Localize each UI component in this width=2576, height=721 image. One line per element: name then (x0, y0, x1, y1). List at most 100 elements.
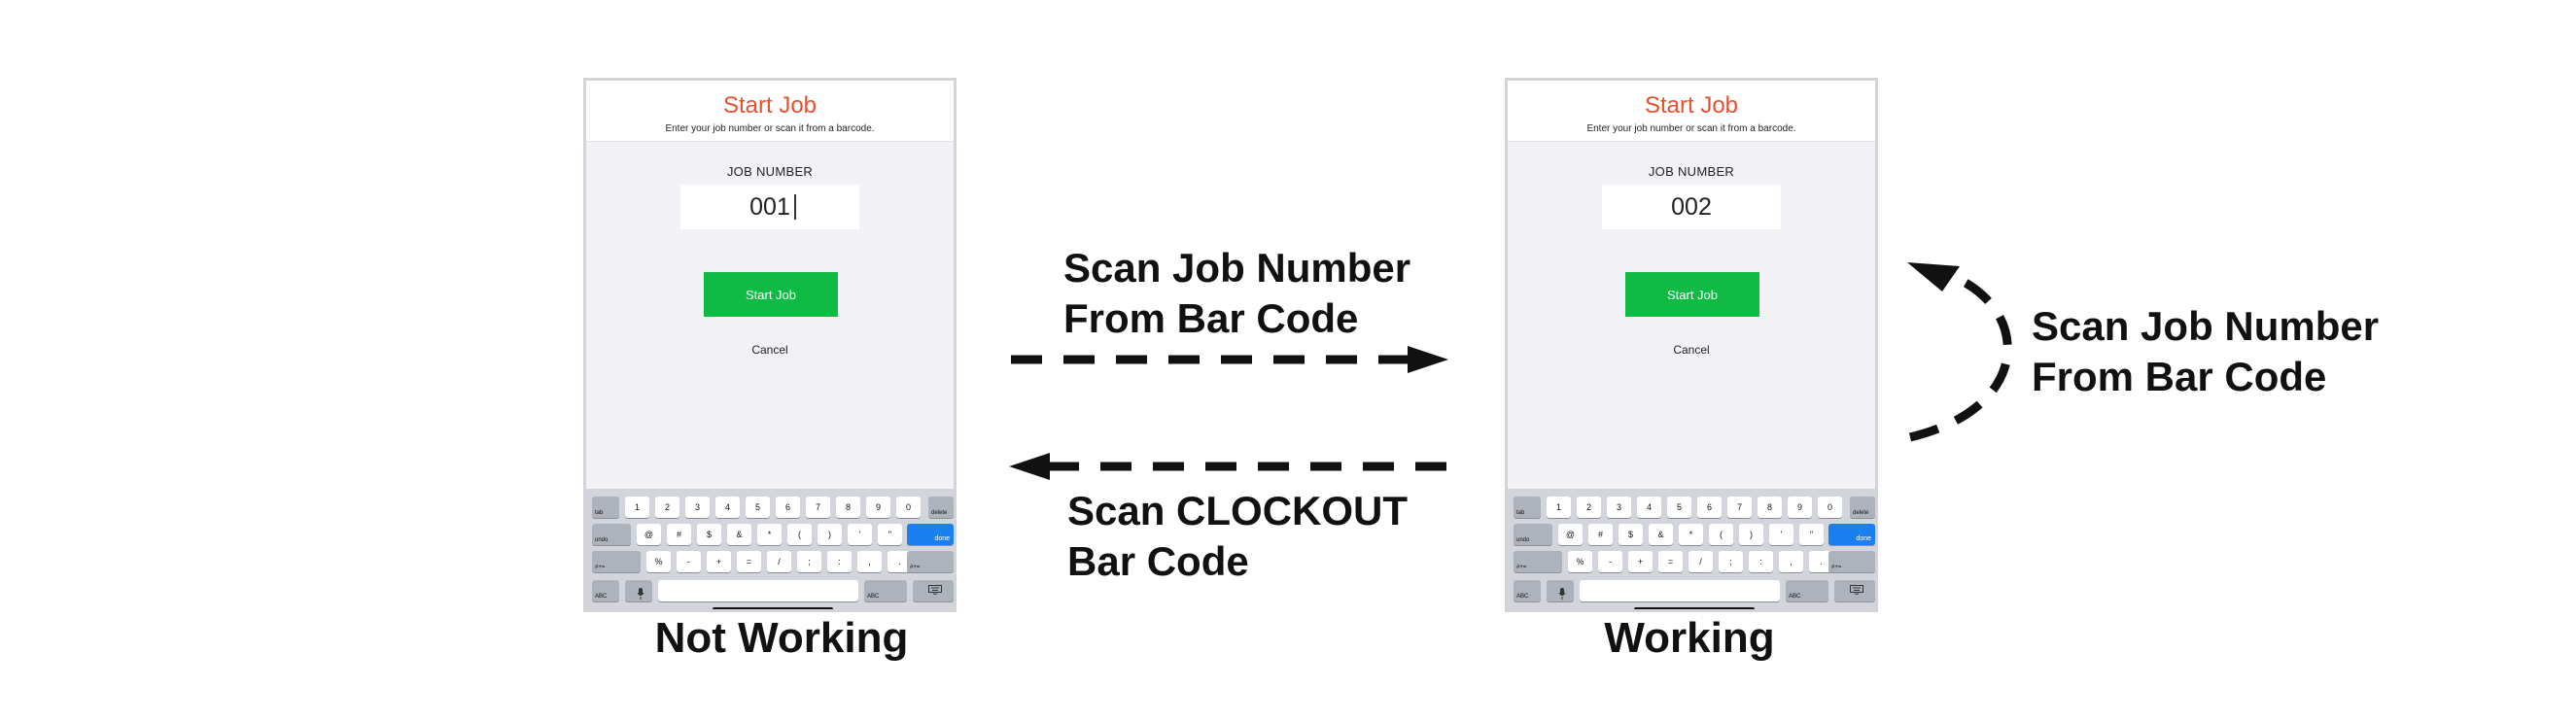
abc-key[interactable]: ABC (592, 580, 619, 601)
key-symbol[interactable]: * (1679, 524, 1703, 545)
more-symbols-key[interactable]: #+= (907, 551, 954, 572)
mic-icon[interactable] (1547, 580, 1574, 601)
job-number-input[interactable] (680, 185, 859, 229)
key-symbol[interactable]: # (1588, 524, 1613, 545)
key-0[interactable]: 0 (896, 497, 921, 518)
done-key[interactable]: done (1828, 524, 1875, 545)
cancel-link[interactable]: Cancel (1673, 343, 1710, 357)
key-symbol[interactable]: ) (1739, 524, 1763, 545)
tab-key[interactable]: tab (1514, 497, 1541, 518)
key-symbol[interactable]: # (667, 524, 691, 545)
key-symbol[interactable]: $ (697, 524, 721, 545)
key-symbol[interactable]: - (1598, 551, 1622, 572)
arrowhead-self-loop (1907, 262, 1960, 292)
key-5[interactable]: 5 (746, 497, 770, 518)
key-8[interactable]: 8 (836, 497, 860, 518)
arrow-self-loop (1908, 272, 2012, 442)
key-4[interactable]: 4 (715, 497, 740, 518)
key-symbol[interactable]: ; (797, 551, 821, 572)
space-key[interactable] (1580, 580, 1780, 601)
key-4[interactable]: 4 (1637, 497, 1661, 518)
mic-icon[interactable] (625, 580, 652, 601)
undo-key[interactable]: undo (1514, 524, 1552, 545)
key-symbol[interactable]: @ (1558, 524, 1583, 545)
key-symbol[interactable]: + (707, 551, 731, 572)
key-symbol[interactable]: " (1799, 524, 1824, 545)
undo-key[interactable]: undo (592, 524, 631, 545)
tab-key[interactable]: tab (592, 497, 619, 518)
done-key[interactable]: done (907, 524, 954, 545)
key-6[interactable]: 6 (1697, 497, 1722, 518)
space-key[interactable] (658, 580, 858, 601)
key-symbol[interactable]: / (767, 551, 791, 572)
key-symbol[interactable]: - (677, 551, 701, 572)
key-7[interactable]: 7 (806, 497, 830, 518)
label-self-loop-line1: Scan Job Number (2032, 303, 2380, 349)
screen-header (586, 81, 954, 142)
key-symbol[interactable]: $ (1619, 524, 1643, 545)
key-9[interactable]: 9 (1788, 497, 1812, 518)
key-symbol[interactable]: & (1649, 524, 1673, 545)
key-symbol[interactable]: , (857, 551, 882, 572)
key-symbol[interactable]: ' (848, 524, 872, 545)
label-to-working-line2: From Bar Code (1063, 295, 1359, 341)
key-symbol[interactable]: . (1809, 551, 1833, 572)
start-job-button[interactable]: Start Job (1625, 272, 1759, 317)
job-number-label: JOB NUMBER (726, 164, 814, 179)
key-symbol[interactable]: & (727, 524, 751, 545)
key-symbol[interactable]: % (1568, 551, 1592, 572)
abc-key[interactable]: ABC (864, 580, 907, 601)
key-symbol[interactable]: * (757, 524, 782, 545)
cancel-link[interactable]: Cancel (751, 343, 788, 357)
abc-key[interactable]: ABC (1786, 580, 1828, 601)
key-symbol[interactable]: : (827, 551, 852, 572)
more-symbols-key[interactable]: #+= (1514, 551, 1562, 572)
key-symbol[interactable]: ' (1769, 524, 1793, 545)
key-symbol[interactable]: @ (637, 524, 661, 545)
delete-key[interactable]: delete (1850, 497, 1875, 518)
key-1[interactable]: 1 (625, 497, 649, 518)
key-1[interactable]: 1 (1547, 497, 1571, 518)
key-symbol[interactable]: = (1658, 551, 1683, 572)
key-2[interactable]: 2 (1577, 497, 1601, 518)
key-6[interactable]: 6 (776, 497, 800, 518)
key-symbol[interactable]: ) (818, 524, 842, 545)
key-3[interactable]: 3 (685, 497, 710, 518)
key-symbol[interactable]: = (737, 551, 761, 572)
key-symbol[interactable]: " (878, 524, 902, 545)
key-8[interactable]: 8 (1758, 497, 1782, 518)
abc-key[interactable]: ABC (1514, 580, 1541, 601)
keyboard-icon[interactable] (913, 580, 954, 601)
key-5[interactable]: 5 (1667, 497, 1691, 518)
more-symbols-key[interactable]: #+= (592, 551, 641, 572)
screen-subtitle: Enter your job number or scan it from a … (665, 123, 875, 134)
key-9[interactable]: 9 (866, 497, 890, 518)
key-symbol[interactable]: ; (1719, 551, 1743, 572)
key-2[interactable]: 2 (655, 497, 679, 518)
label-self-loop: Scan Job Number From Bar Code (2032, 301, 2379, 402)
key-symbol[interactable]: : (1749, 551, 1773, 572)
job-number-input[interactable] (1602, 185, 1781, 229)
key-symbol[interactable]: ( (1709, 524, 1733, 545)
key-symbol[interactable]: / (1688, 551, 1713, 572)
state-caption-not-working: Not Working (654, 614, 909, 662)
key-symbol[interactable]: + (1628, 551, 1653, 572)
delete-key[interactable]: delete (928, 497, 954, 518)
label-self-loop-line2: From Bar Code (2032, 354, 2327, 399)
state-caption-working: Working (1604, 614, 1775, 662)
key-3[interactable]: 3 (1607, 497, 1631, 518)
key-symbol[interactable]: % (646, 551, 671, 572)
phone-not-working: Start Job Enter your job number or scan … (583, 78, 957, 612)
key-symbol[interactable]: ( (787, 524, 812, 545)
arrowhead-to-not-working (1009, 453, 1050, 480)
key-7[interactable]: 7 (1727, 497, 1752, 518)
key-symbol[interactable]: . (888, 551, 912, 572)
label-to-working-line1: Scan Job Number (1063, 245, 1411, 291)
key-0[interactable]: 0 (1818, 497, 1842, 518)
start-job-button[interactable]: Start Job (704, 272, 838, 317)
keyboard-icon[interactable] (1834, 580, 1875, 601)
more-symbols-key[interactable]: #+= (1828, 551, 1875, 572)
screen-title: Start Job (722, 92, 818, 119)
key-symbol[interactable]: , (1779, 551, 1803, 572)
